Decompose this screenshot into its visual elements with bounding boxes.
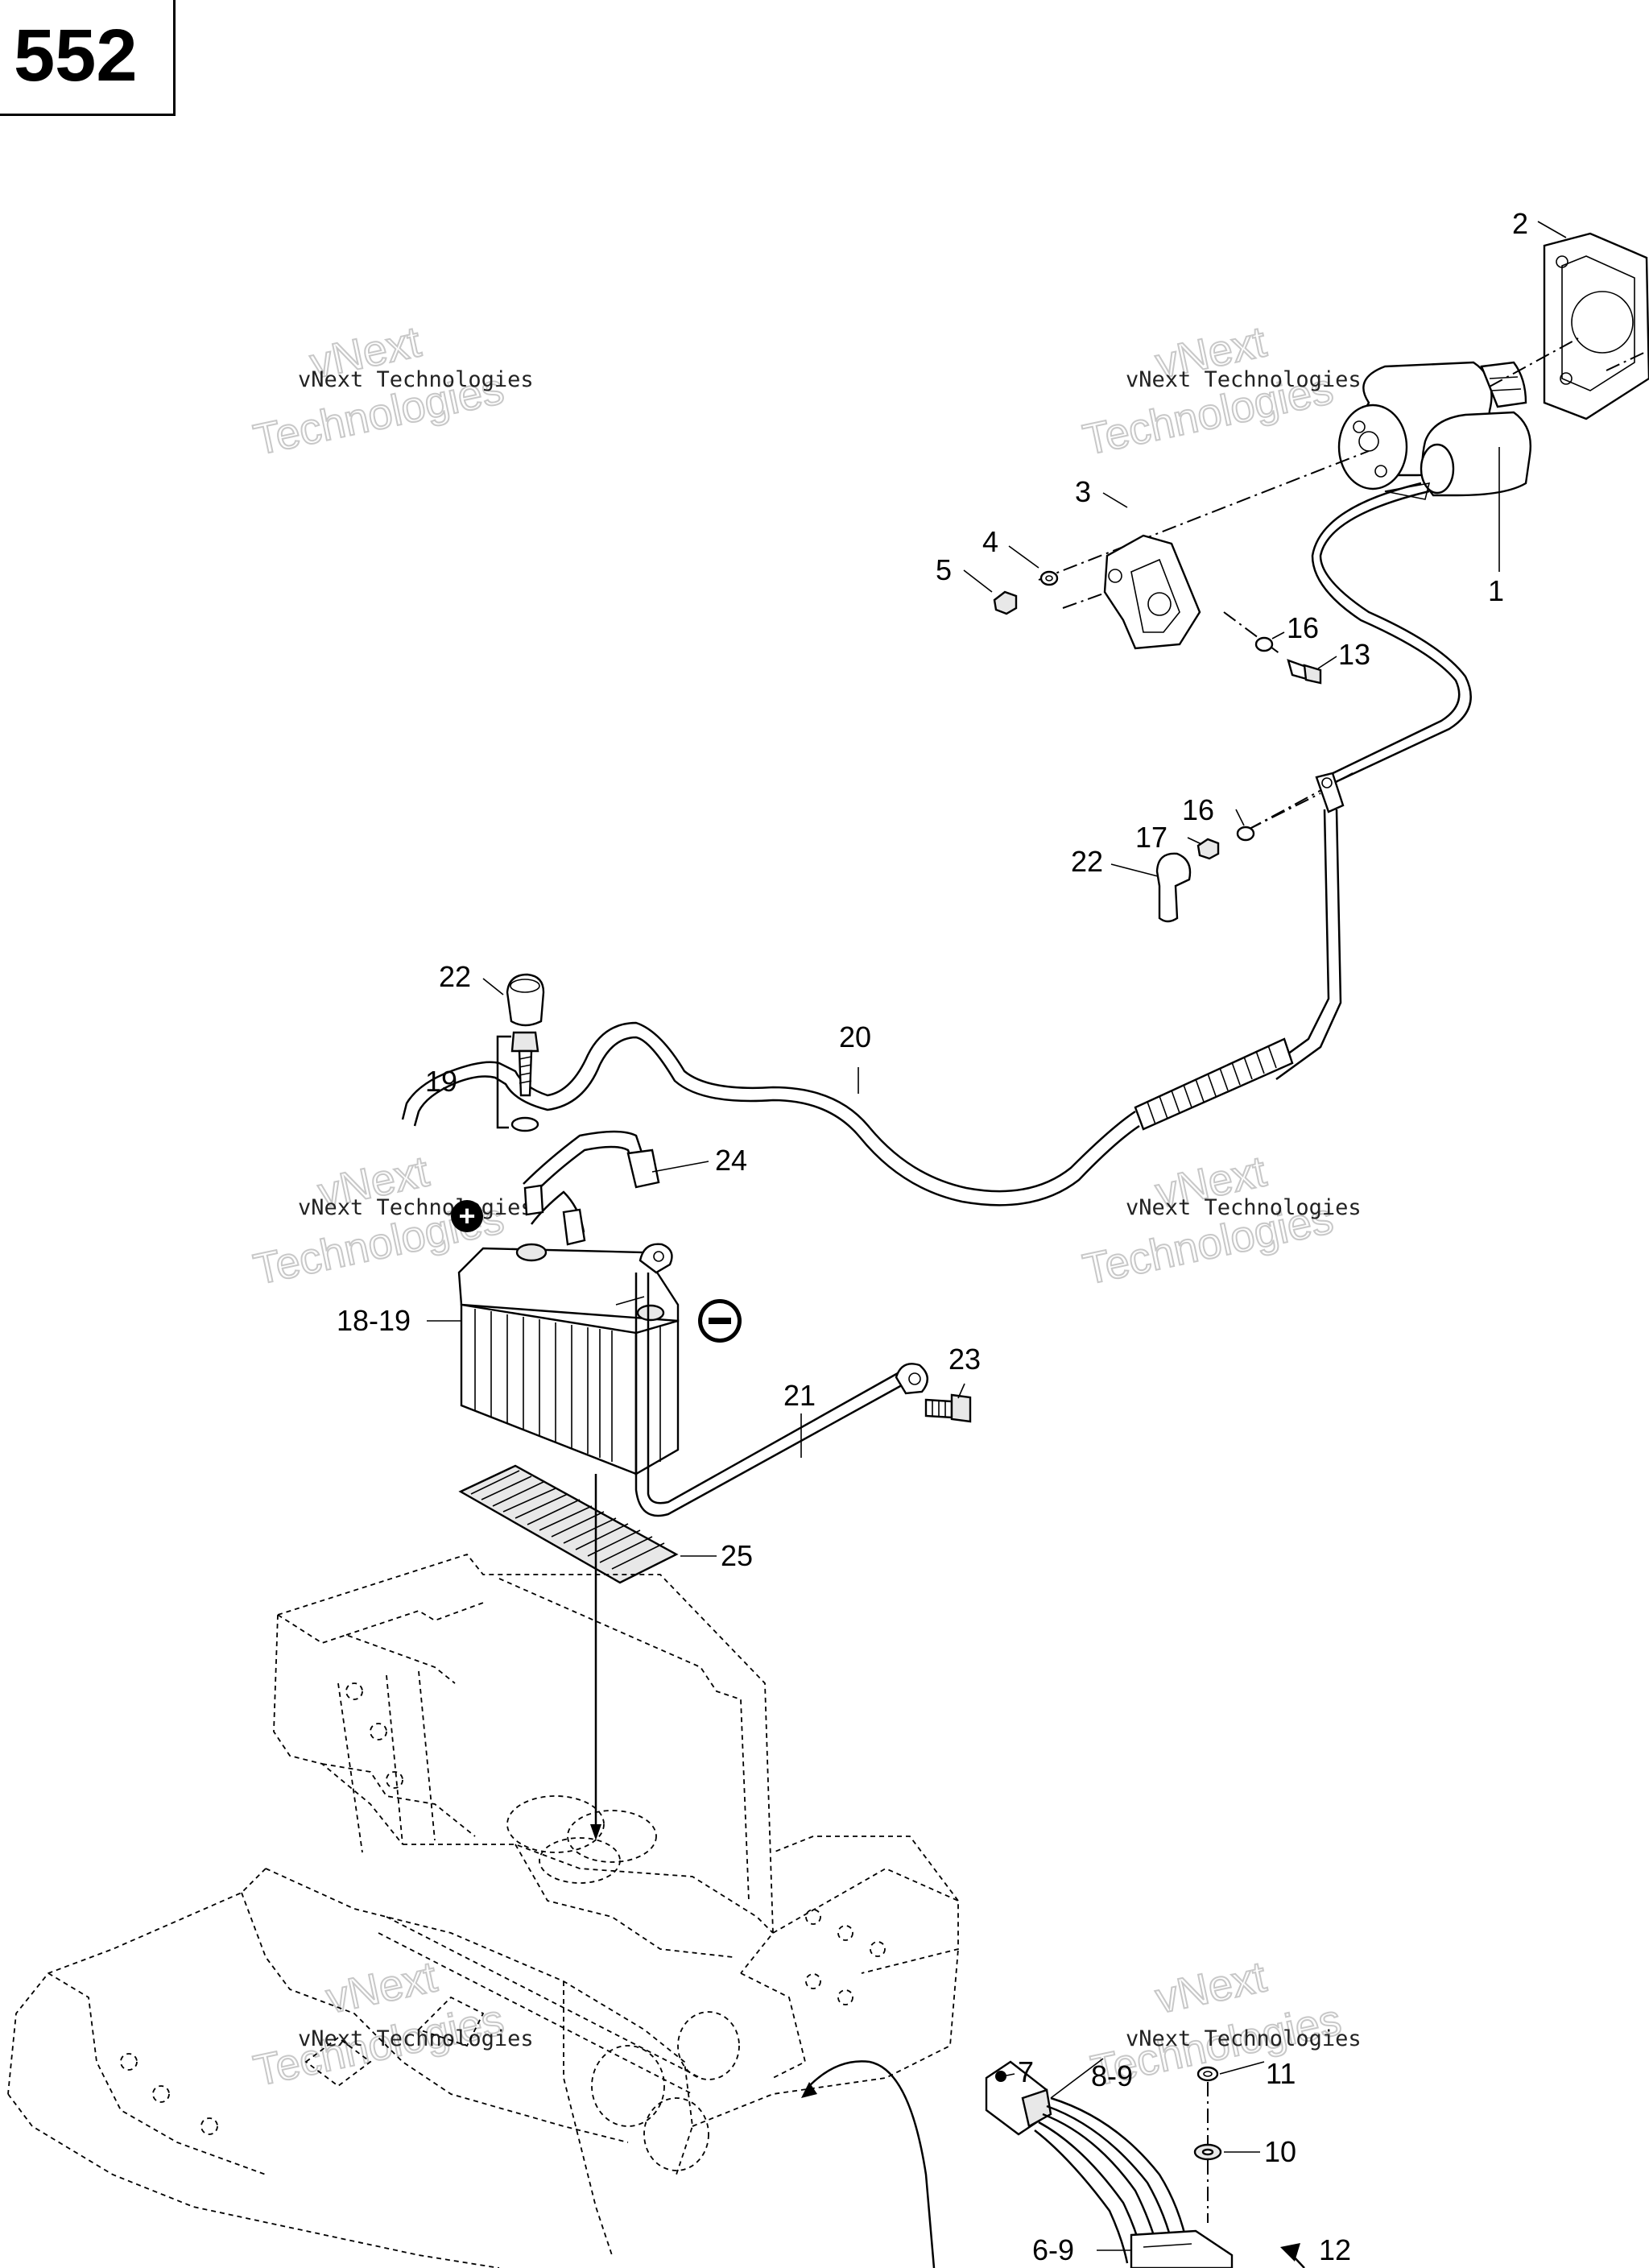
- connector-housing: [985, 2060, 1052, 2136]
- washer: [1196, 2066, 1219, 2082]
- positive-terminal-symbol: +: [451, 1199, 483, 1232]
- battery-positive-short-cable: [523, 1130, 660, 1246]
- wire-route-line: [869, 2060, 936, 2268]
- callout-label: 24: [715, 1144, 747, 1177]
- starter-positive-cable: [401, 482, 1472, 1206]
- callout-label: 18-19: [337, 1304, 411, 1337]
- terminal-bolt: [510, 1031, 539, 1132]
- page-number: 552: [14, 14, 138, 97]
- callout-label: 22: [1071, 845, 1103, 878]
- callout-label: 19: [425, 1065, 457, 1098]
- bolt: [1287, 659, 1322, 685]
- callout-label: 23: [948, 1343, 981, 1376]
- callout-label: 21: [783, 1379, 816, 1412]
- watermark-small-text: vNext Technologies: [298, 2026, 534, 2051]
- watermark-small-text: vNext Technologies: [1126, 1195, 1362, 1220]
- watermark-bottom-left: Technologies vNext vNext Technologies: [249, 1951, 534, 2096]
- callout-labels: 2 1 3 4 5 16 13 16 17 22 22 19 20 24 18-…: [337, 207, 1528, 2266]
- callout-label: 11: [1266, 2057, 1296, 2090]
- callout-label: 20: [839, 1020, 871, 1053]
- callout-label: 5: [936, 553, 952, 586]
- voltage-regulator: [1130, 2229, 1234, 2268]
- leader-bracket: [496, 1035, 511, 1129]
- ground-bolt: [924, 1393, 972, 1423]
- watermark-small-text: vNext Technologies: [298, 1195, 534, 1220]
- callout-label: 12: [1319, 2233, 1351, 2266]
- nut: [1196, 838, 1220, 860]
- callout-label: 1: [1488, 574, 1504, 607]
- negative-terminal-symbol: [698, 1299, 742, 1343]
- starter-motor: [1337, 361, 1531, 500]
- battery-rubber-pad: [458, 1464, 679, 1584]
- alignment-line: [1038, 450, 1370, 581]
- callout-label: 25: [721, 1539, 753, 1572]
- callout-label: 2: [1512, 207, 1528, 240]
- terminal-cap: [1155, 852, 1192, 923]
- callout-label: 7: [1018, 2055, 1034, 2088]
- watermark-small-text: vNext Technologies: [1126, 2026, 1362, 2051]
- page-number-box: 552: [0, 0, 176, 116]
- washer: [1039, 570, 1059, 586]
- watermark-middle-right: Technologies vNext vNext Technologies: [1078, 1146, 1362, 1294]
- starter-support-bracket: [1103, 534, 1201, 650]
- alignment-line: [1062, 587, 1120, 609]
- direction-arrow: [808, 2060, 870, 2087]
- callout-label: 16: [1287, 611, 1319, 644]
- starter-gasket-plate: [1543, 232, 1649, 420]
- watermark-top-left: Technologies vNext vNext Technologies: [249, 317, 534, 465]
- callout-label: 3: [1075, 475, 1091, 508]
- callout-label: 13: [1338, 638, 1370, 671]
- terminal-cap: [506, 973, 545, 1027]
- callout-label: 22: [439, 960, 471, 993]
- callout-label: 4: [982, 525, 998, 558]
- battery: [457, 1243, 680, 1476]
- callout-label: 17: [1135, 821, 1168, 854]
- svg-text:+: +: [458, 1199, 475, 1232]
- washer: [1254, 636, 1274, 652]
- vehicle-chassis-frame: [7, 1553, 959, 2268]
- callout-label: 16: [1182, 793, 1214, 826]
- nut: [993, 590, 1018, 615]
- watermark-small-text: vNext Technologies: [298, 367, 534, 392]
- battery-negative-cable: [634, 1243, 928, 1517]
- alignment-line: [1489, 337, 1649, 387]
- washer: [1236, 826, 1255, 842]
- watermark-top-right: Technologies vNext vNext Technologies: [1078, 317, 1362, 465]
- callout-label: 10: [1264, 2135, 1296, 2168]
- callout-label: 8-9: [1091, 2059, 1133, 2092]
- callout-leaders: [427, 221, 1567, 2251]
- watermark-small-text: vNext Technologies: [1126, 367, 1362, 392]
- callout-label: 6-9: [1032, 2233, 1074, 2266]
